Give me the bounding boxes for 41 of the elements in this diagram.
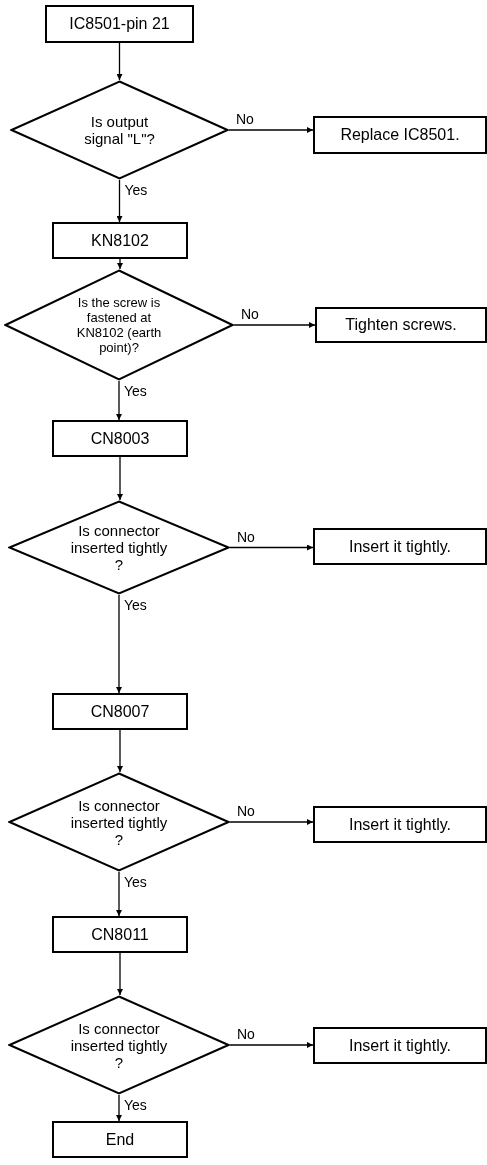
process-box: CN8011 (52, 916, 188, 953)
process-box: IC8501-pin 21 (45, 5, 194, 43)
process-box: Insert it tightly. (313, 806, 487, 843)
arrow (229, 819, 314, 825)
edge-label: Yes (123, 1098, 148, 1113)
edge-label: Yes (123, 598, 148, 613)
arrow (117, 258, 123, 270)
arrow (116, 179, 123, 223)
arrow (117, 952, 123, 996)
process-box: End (52, 1121, 188, 1158)
process-box: CN8003 (52, 420, 188, 457)
arrow (116, 42, 123, 81)
process-box: Insert it tightly. (313, 528, 487, 565)
process-box: Tighten screws. (315, 307, 487, 343)
arrow (229, 544, 314, 551)
decision-diamond: Is connector inserted tightly ? (8, 772, 230, 872)
edge-label: Yes (123, 875, 148, 890)
arrow (116, 594, 122, 694)
process-box: Replace IC8501. (313, 116, 487, 154)
process-box: KN8102 (52, 222, 188, 259)
edge-label: Yes (123, 384, 148, 399)
edge-label: No (236, 1027, 256, 1042)
process-box: Insert it tightly. (313, 1027, 487, 1064)
arrow (117, 456, 123, 501)
process-box: CN8007 (52, 693, 188, 730)
decision-diamond: Is the screw is fastened at KN8102 (earth point)? (4, 269, 234, 381)
edge-label: Yes (123, 183, 149, 198)
arrow (116, 380, 122, 421)
edge-label: No (236, 804, 256, 819)
decision-diamond: Is connector inserted tightly ? (8, 995, 230, 1095)
arrow (233, 322, 316, 328)
edge-label: No (236, 529, 256, 545)
edge-label: No (235, 112, 255, 127)
decision-diamond: Is connector inserted tightly ? (8, 500, 230, 595)
decision-diamond: Is output signal "L"? (10, 80, 229, 180)
arrow (229, 1042, 314, 1048)
arrow (116, 1094, 122, 1122)
edge-label: No (240, 307, 260, 322)
arrow (228, 127, 314, 133)
arrow (117, 729, 123, 773)
arrow (116, 871, 122, 917)
